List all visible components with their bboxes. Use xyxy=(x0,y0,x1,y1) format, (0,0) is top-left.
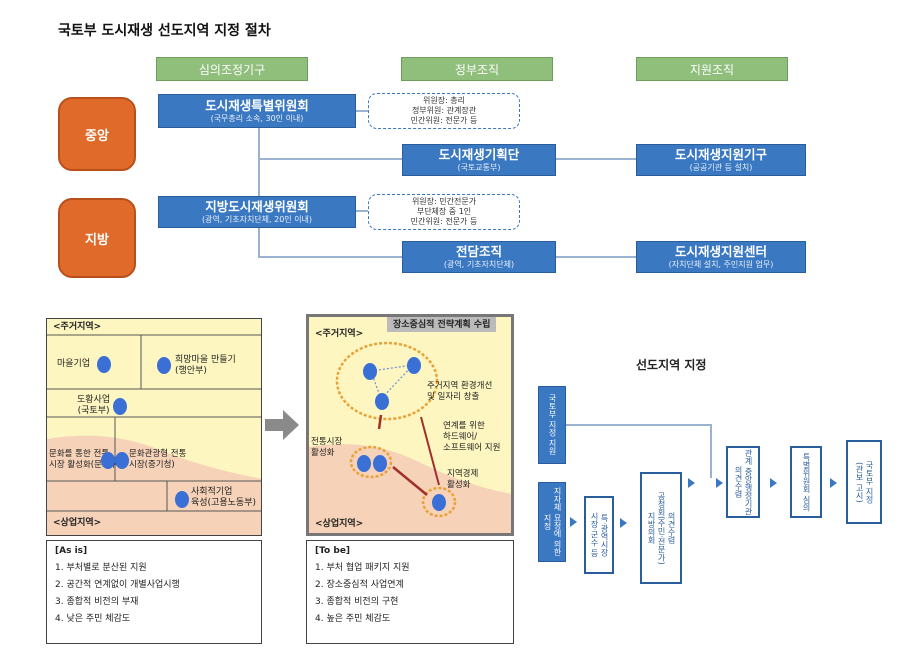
central-support-name: 도시재생지원기구 xyxy=(674,147,767,162)
asis-residential-label: <주거지역> xyxy=(53,322,102,332)
step-opinion: 의견수렴 공청회(주민·전문가) 지방의회 xyxy=(640,472,682,584)
project-dot-icon xyxy=(357,455,371,472)
flow-line-down xyxy=(710,424,712,478)
tobe-list-item: 3. 종합적 비전의 구현 xyxy=(315,597,399,607)
local-support-box: 도시재생지원센터 (자치단체 설치, 주민지원 업무) xyxy=(636,241,806,273)
local-gov-box: 전담조직 (광역, 기초자치단체) xyxy=(402,241,556,273)
project-dot-icon xyxy=(115,452,129,469)
flow-arrow-icon xyxy=(770,478,777,488)
local-committee-sub: (광역, 기초자치단체, 20인 이내) xyxy=(201,215,313,224)
asis-map: <주거지역> 마을기업 희망마을 만들기 (행안부) 도황사업 (국토부) 문화… xyxy=(46,318,262,536)
tobe-residential-label: <주거지역> xyxy=(315,329,364,339)
tobe-label-market: 전통시장 활성화 xyxy=(311,437,343,458)
central-gov-box: 도시재생기획단 (국토교통부) xyxy=(402,144,556,176)
side-central: 중앙 xyxy=(58,97,136,171)
central-support-box: 도시재생지원기구 (공공기관 등 설치) xyxy=(636,144,806,176)
note-line: 정부위원: 관계장관 xyxy=(411,106,477,115)
local-support-name: 도시재생지원센터 xyxy=(674,244,767,259)
connector-h4 xyxy=(556,256,636,258)
flow-arrow-icon xyxy=(570,517,577,527)
connector-h3 xyxy=(556,158,636,160)
step-final-designation: 국토부 지정 (관보 고시) xyxy=(846,440,882,524)
step-mayor: 특·광역시장 시장·군수 등 xyxy=(584,496,614,574)
project-dot-icon xyxy=(157,357,171,374)
header-deliberation: 심의조정기구 xyxy=(156,57,308,81)
tobe-banner: 장소중심적 전략계획 수립 xyxy=(387,317,497,332)
flow-arrow-icon xyxy=(830,478,837,488)
asis-item-4: 문화를 통한 전통 시장 활성화(문화부) xyxy=(49,449,121,470)
central-committee-sub: (국무총리 소속, 30인 이내) xyxy=(210,114,304,123)
flow-line-top xyxy=(566,424,711,426)
tobe-map: 장소중심적 전략계획 수립 <주거지역> 주거지역 환경개선 및 일자리 창출 … xyxy=(306,314,514,536)
central-support-sub: (공공기관 등 설치) xyxy=(689,163,753,172)
note-line: 위원장: 총리 xyxy=(422,96,466,105)
asis-zones xyxy=(47,334,261,535)
header-support: 지원조직 xyxy=(636,57,788,81)
project-dot-icon xyxy=(407,357,421,374)
asis-item-1: 마을기업 xyxy=(57,359,91,369)
asis-list-item: 2. 공간적 연계없이 개별사업시행 xyxy=(55,580,180,590)
tobe-list-item: 1. 부처 협업 패키지 지원 xyxy=(315,563,410,573)
asis-list-item: 4. 낮은 주민 체감도 xyxy=(55,614,131,624)
asis-list: [As is] 1. 부처별로 분산된 지원 2. 공간적 연계없이 개별사업시… xyxy=(46,540,262,644)
page-title: 국토부 도시재생 선도지역 지정 절차 xyxy=(58,23,271,39)
connector-h2 xyxy=(258,256,402,258)
asis-list-item: 1. 부처별로 분산된 지원 xyxy=(55,563,147,573)
project-dot-icon xyxy=(175,491,189,508)
tobe-label-linkage: 연계를 위한 하드웨어/ 소프트웨어 지원 xyxy=(443,421,501,453)
side-local: 지방 xyxy=(58,198,136,278)
tobe-list-item: 2. 장소중심적 사업연계 xyxy=(315,580,404,590)
local-support-sub: (자치단체 설치, 주민지원 업무) xyxy=(668,260,774,269)
step-local-request: 지자체 요청에 의한 지정 xyxy=(538,482,566,562)
flow-arrow-icon xyxy=(620,518,627,528)
note-line: 민간위원: 전문가 등 xyxy=(410,116,478,125)
project-dot-icon xyxy=(375,393,389,410)
asis-commercial-label: <상업지역> xyxy=(53,518,102,528)
connector-vertical xyxy=(258,126,260,258)
flow-arrow-icon xyxy=(688,478,695,488)
asis-item-5: 문화관광형 전통 시장(중기청) xyxy=(129,449,187,470)
note-line: 위원장: 민간전문가 xyxy=(411,197,477,206)
tobe-commercial-label: <상업지역> xyxy=(315,519,364,529)
asis-list-title: [As is] xyxy=(55,546,88,556)
project-dot-icon xyxy=(432,494,446,511)
tobe-list-item: 4. 높은 주민 체감도 xyxy=(315,614,391,624)
header-government: 정부조직 xyxy=(401,57,553,81)
local-gov-sub: (광역, 기초자치단체) xyxy=(443,260,515,269)
note-line: 민간위원: 전문가 등 xyxy=(410,217,478,226)
central-committee-box: 도시재생특별위원회 (국무총리 소속, 30인 이내) xyxy=(158,94,356,128)
connector-note1 xyxy=(356,110,368,112)
asis-item-3: 도황사업 (국토부) xyxy=(77,395,111,416)
central-gov-name: 도시재생기획단 xyxy=(438,147,520,162)
project-dot-icon xyxy=(113,398,127,415)
connector-note2 xyxy=(356,210,368,212)
project-dot-icon xyxy=(363,363,377,380)
transition-arrow-icon xyxy=(265,410,299,440)
step-ministry-designation: 국토부 지정 지원 xyxy=(538,386,566,464)
asis-item-6: 사회적기업 육성(고용노동부) xyxy=(191,487,256,508)
asis-item-2: 희망마을 만들기 (행안부) xyxy=(175,355,236,376)
central-committee-name: 도시재생특별위원회 xyxy=(205,98,309,113)
local-committee-box: 지방도시재생위원회 (광역, 기초자치단체, 20인 이내) xyxy=(158,196,356,228)
project-dot-icon xyxy=(373,455,387,472)
tobe-label-residential: 주거지역 환경개선 및 일자리 창출 xyxy=(427,381,493,402)
central-committee-note: 위원장: 총리 정부위원: 관계장관 민간위원: 전문가 등 xyxy=(368,93,520,129)
local-committee-name: 지방도시재생위원회 xyxy=(205,199,309,214)
tobe-label-economy: 지역경제 활성화 xyxy=(447,469,479,490)
project-dot-icon xyxy=(101,452,115,469)
asis-list-item: 3. 종합적 비전의 부재 xyxy=(55,597,139,607)
tobe-list-title: [To be] xyxy=(315,546,351,556)
connector-h1 xyxy=(258,158,402,160)
flow-arrow-icon xyxy=(716,478,723,488)
step-special-committee: 특별위원회 심의 xyxy=(790,446,822,518)
central-gov-sub: (국토교통부) xyxy=(457,163,501,172)
local-gov-name: 전담조직 xyxy=(455,244,502,259)
project-dot-icon xyxy=(97,356,111,373)
tobe-list: [To be] 1. 부처 협업 패키지 지원 2. 장소중심적 사업연계 3.… xyxy=(306,540,514,644)
note-line: 부단체장 중 1인 xyxy=(416,207,472,216)
step-central-opinion: 관계 중앙행정기관 의견수렴 xyxy=(726,446,760,518)
designation-title: 선도지역 지정 xyxy=(636,358,707,372)
local-committee-note: 위원장: 민간전문가 부단체장 중 1인 민간위원: 전문가 등 xyxy=(368,194,520,230)
